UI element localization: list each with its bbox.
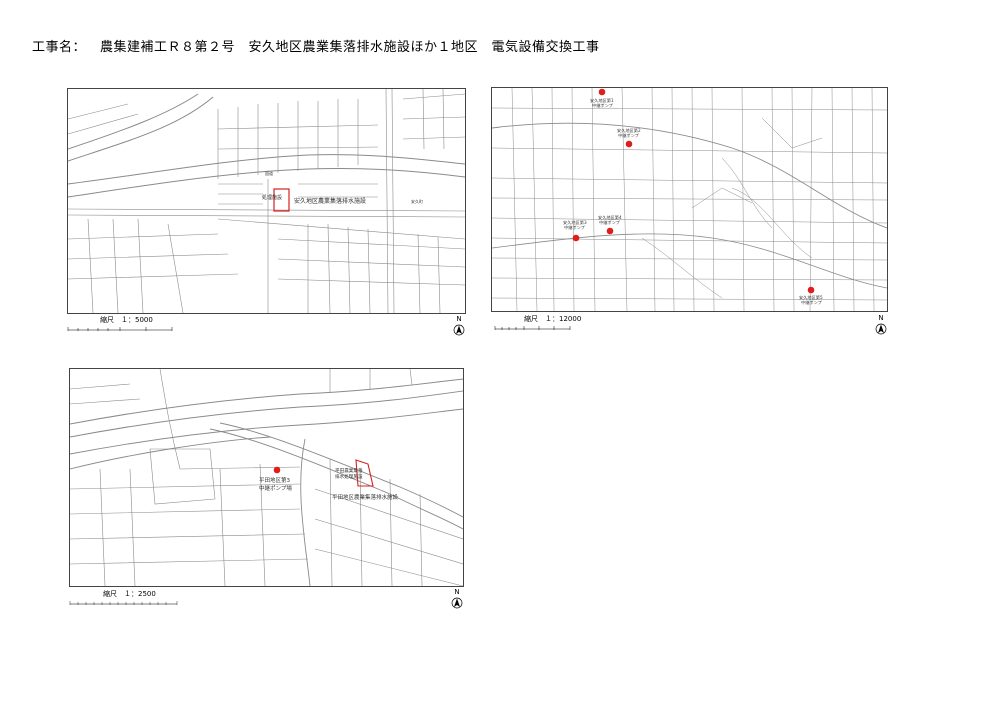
map-1-scale-label: 縮尺 １：5000	[100, 316, 153, 324]
project-title: 工事名： 農集建補工Ｒ８第２号 安久地区農業集落排水施設ほか１地区 電気設備交換工…	[32, 36, 600, 55]
pump-5-label: 安久地区第5	[799, 294, 823, 301]
pump-marker-3	[572, 234, 580, 242]
project-name: 農集建補工Ｒ８第２号 安久地区農業集落排水施設ほか１地区 電気設備交換工事	[100, 40, 600, 55]
map-1-scale-bar	[67, 327, 173, 331]
pump-marker-2	[625, 140, 633, 148]
map-2-scale-bar	[494, 326, 571, 330]
pump-4-sublabel: 中継ポンプ	[599, 219, 621, 226]
map-1-north-arrow: N	[452, 315, 466, 336]
pump-markers	[572, 88, 815, 294]
map-3-scale-bar	[69, 601, 178, 605]
facility-outline	[273, 188, 290, 212]
location-map-3: 平田地区第3 中継ポンプ場 平田農業集落 排水処理施設 平田地区農業集落排水施設	[69, 368, 464, 587]
map-3-north-arrow: N	[450, 588, 464, 609]
project-title-label: 工事名：	[32, 40, 87, 55]
north-arrow-icon	[453, 324, 465, 336]
pump-1-label: 安久地区第1	[590, 97, 614, 104]
pump-2-label: 安久地区第2	[617, 127, 641, 134]
facility-label: 安久地区農業集落排水施設	[294, 197, 366, 205]
pump-4-label: 安久地区第4	[598, 214, 622, 221]
facility-outline	[355, 459, 374, 487]
north-label: N	[878, 314, 884, 322]
site-label: 平田農業集落	[335, 467, 363, 474]
pump-5-sublabel: 中継ポンプ	[801, 299, 823, 306]
north-label: N	[454, 588, 460, 596]
pump-marker-1	[598, 88, 606, 96]
north-label: N	[456, 315, 462, 323]
map-3-scale-label: 縮尺 １：2500	[103, 590, 156, 598]
pump-marker	[273, 466, 281, 474]
map-2-drawing: 安久地区第1 中継ポンプ 安久地区第2 中継ポンプ 安久地区第3 中継ポンプ 安…	[492, 88, 887, 311]
map-2-scale-label: 縮尺 １：12000	[524, 315, 582, 323]
pump-1-sublabel: 中継ポンプ	[592, 102, 614, 109]
pump-label: 平田地区第3	[259, 476, 291, 484]
site-sublabel: 排水処理施設	[335, 473, 363, 480]
map-3-drawing: 平田地区第3 中継ポンプ場 平田農業集落 排水処理施設 平田地区農業集落排水施設	[70, 369, 463, 586]
road-label: 国道	[265, 170, 273, 176]
pump-marker-5	[807, 286, 815, 294]
facility-label: 平田地区農業集落排水施設	[332, 493, 399, 501]
map-1-drawing: 処理施設 安久地区農業集落排水施設 安久町 国道	[68, 89, 465, 313]
pump-3-label: 安久地区第3	[563, 219, 587, 226]
map-2-north-arrow: N	[874, 314, 888, 335]
location-map-2: 安久地区第1 中継ポンプ 安久地区第2 中継ポンプ 安久地区第3 中継ポンプ 安…	[491, 87, 888, 312]
pump-2-sublabel: 中継ポンプ	[618, 132, 640, 139]
north-arrow-icon	[451, 597, 463, 609]
location-map-1: 処理施設 安久地区農業集落排水施設 安久町 国道	[67, 88, 466, 314]
pump-sublabel: 中継ポンプ場	[259, 484, 292, 492]
pump-3-sublabel: 中継ポンプ	[564, 224, 586, 231]
pump-marker-4	[606, 227, 614, 235]
north-arrow-icon	[875, 323, 887, 335]
site-label: 処理施設	[262, 194, 282, 201]
place-label: 安久町	[411, 198, 423, 204]
